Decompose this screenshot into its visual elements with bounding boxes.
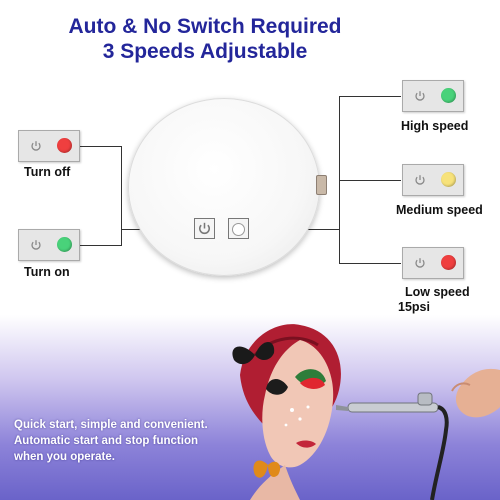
device-side-port — [316, 175, 327, 195]
power-icon — [415, 175, 425, 185]
label-low-speed-psi: 15psi — [398, 300, 430, 314]
tagline-line-2: Automatic start and stop function — [14, 435, 198, 447]
label-turn-off: Turn off — [24, 165, 71, 179]
status-panel-medium-speed — [402, 164, 464, 196]
headline-line-2: 3 Speeds Adjustable — [102, 40, 308, 63]
tagline-line-1: Quick start, simple and convenient. — [14, 419, 208, 431]
indicator-led-icon — [441, 172, 456, 187]
headline: Auto & No Switch Required 3 Speeds Adjus… — [0, 14, 410, 64]
status-panel-low-speed — [402, 247, 464, 279]
label-medium-speed: Medium speed — [396, 203, 483, 217]
tagline: Quick start, simple and convenient. Auto… — [14, 417, 254, 465]
connector-right-top-h — [339, 96, 401, 97]
connector-left-bottom-h — [80, 245, 122, 246]
air-compressor-device — [128, 98, 320, 276]
indicator-led-icon — [232, 223, 245, 236]
makeup-airbrush-scene — [232, 324, 500, 500]
label-high-speed: High speed — [401, 119, 469, 133]
connector-left-vertical — [121, 146, 122, 245]
label-turn-on: Turn on — [24, 265, 70, 279]
indicator-led-icon — [57, 237, 72, 252]
tagline-line-3: when you operate. — [14, 451, 115, 463]
power-icon — [415, 91, 425, 101]
status-panel-turn-off — [18, 130, 80, 162]
power-icon — [31, 240, 41, 250]
indicator-led-icon — [57, 138, 72, 153]
headline-line-1: Auto & No Switch Required — [68, 15, 342, 38]
status-panel-high-speed — [402, 80, 464, 112]
label-low-speed: Low speed — [405, 285, 470, 299]
power-icon — [415, 258, 425, 268]
indicator-led-icon — [441, 88, 456, 103]
status-panel-turn-on — [18, 229, 80, 261]
device-power-button[interactable] — [194, 218, 215, 239]
power-icon — [199, 222, 210, 234]
power-icon — [31, 141, 41, 151]
connector-right-bottom-h — [339, 263, 401, 264]
device-indicator-light — [228, 218, 249, 239]
connector-left-top-h — [80, 146, 122, 147]
connector-right-mid-h — [339, 180, 401, 181]
connector-right-vertical — [339, 96, 340, 263]
indicator-led-icon — [441, 255, 456, 270]
